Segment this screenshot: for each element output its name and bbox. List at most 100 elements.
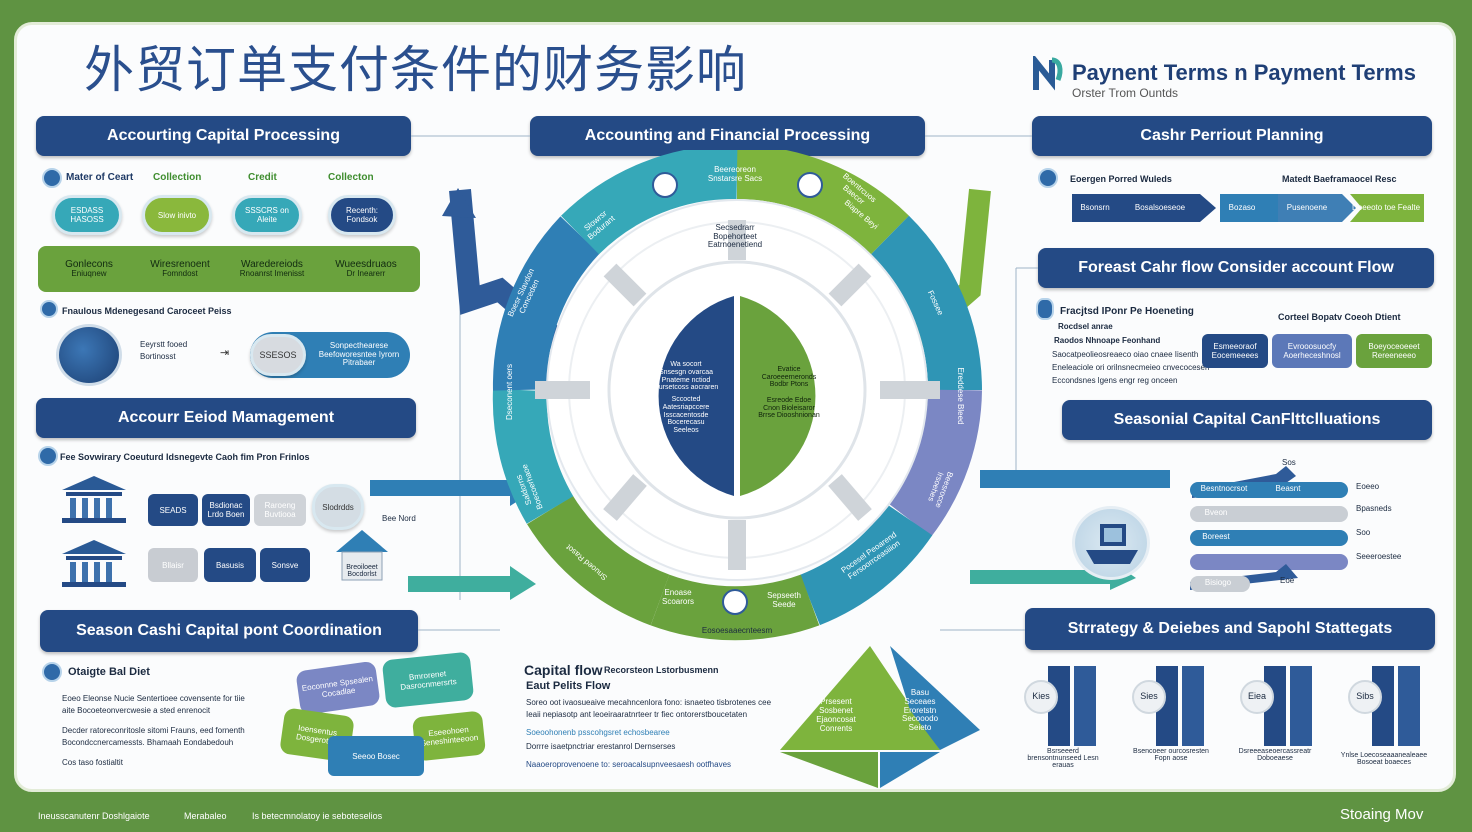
right-half-3: Esreode Edoe [766, 397, 812, 404]
ship-shape [1086, 524, 1138, 564]
tri-blue-2: Eroretstn [903, 705, 937, 715]
tri-blue-0: Basu [910, 688, 930, 697]
tri-blue-4: Seieto [908, 723, 932, 733]
left3-note: Bee Nord [382, 514, 416, 523]
bank-icon-2 [62, 540, 126, 587]
left4-bullet-0: Eoeo Eleonse Nucie Sentertioee covensent… [62, 694, 245, 703]
header-cash-planning: Cashr Perriout Planning [1032, 116, 1432, 156]
card-1-bar-light [1182, 666, 1204, 746]
ring-label-14: Eosoesaaecnteesm [701, 625, 773, 635]
right-half-4: Cnon Bioleisaror [763, 404, 815, 412]
card-0-bar-light [1074, 666, 1096, 746]
green-cell-2-b: Rnoanrst Imenisst [239, 269, 305, 279]
header-forecast-cash-flow: Foreast Cahr flow Consider account Flow [1038, 248, 1434, 288]
left-half-1: Snsesgn ovarcaa [658, 369, 714, 377]
brand-logo-icon [1032, 53, 1064, 92]
center-left-half: Wa socort Snsesgn ovarcaa Pnateme nctiod… [648, 352, 724, 444]
left2-blue-text: Sonpecthearese Beefoworesntee Iyrorn Pit… [318, 340, 400, 368]
right-arrows [970, 470, 1170, 590]
left4-bullet-3: Bocondccnercamessts. Bhamaah Eondabedouh [62, 738, 234, 747]
arrow-icon: ⇥ [220, 347, 230, 359]
left4-heading: Otaigte Bal Diet [68, 666, 150, 678]
cb-bullet-0: Soreo oot ivaosueaive mecahncenlora fono… [526, 698, 772, 707]
card-2: Eiea [1238, 666, 1312, 746]
cb-bullet-3: Dorrre isaetpnctriar erestanrol Dernsers… [526, 742, 676, 751]
right-half-5: Brrse Diooshnionan [758, 412, 820, 420]
center-right-half: Evatice Caroeeerneronds Bodbr Ptons Esre… [746, 350, 832, 436]
green-cell-3-b: Dr Inearerr [346, 269, 386, 279]
card-3-badge: Sibs [1348, 680, 1382, 714]
footer-left-0: Ineusscanutenr Doshlgaiote [38, 811, 150, 821]
right-half-0: Evatice [777, 365, 801, 373]
right2-bullet-2: Eccondsnes lgens engr reg onceen [1052, 376, 1178, 385]
card-0-caption: Bsrseeerd brensontnunseed Lesn erauas [1027, 748, 1099, 769]
pill-3: Recenth: Fondsok [328, 195, 396, 235]
right2-bullet-1: Eneleaciole ori orilnsnecmeieo cnvecoces… [1052, 363, 1210, 372]
right3-row-0: Besntnocrsot [1200, 483, 1248, 493]
header-account-period: Accourr Eeiod Mamagement [36, 398, 416, 438]
card-0-badge: Kies [1024, 680, 1058, 714]
pill-2: SSSCRS on Aleite [232, 195, 302, 235]
right2-bullet-0: Saocatpeolieosreaeco oiao cnaee Iisenth [1052, 350, 1199, 359]
left3-row1-0: SEADS [148, 494, 198, 526]
left3-row2-1: Basusis [204, 548, 256, 582]
right1-arrow-2: Bozaso [1228, 202, 1256, 212]
right1-right-label: Matedt Baeframaocel Resc [1282, 174, 1397, 184]
pin-icon [40, 300, 58, 318]
green-cell-3-a: Wueesdruaos [335, 259, 397, 271]
bank-icon-1 [62, 476, 126, 523]
left-half-5: Aatesriapccere [662, 403, 710, 411]
left3-row1-1: Bsdionac Lrdo Boen [202, 494, 250, 526]
right-half-2: Bodbr Ptons [769, 381, 809, 389]
green-cell-1-b: Fomndost [162, 269, 198, 279]
green-cell-1-a: Wiresrenoent [150, 259, 210, 271]
left2-grey-pill: SSESOS [250, 334, 306, 376]
right2-box-0: Esmeeoraof Eocemeeees [1202, 334, 1268, 368]
right2-box-2: Boeyoceoeeet Rereeneeeo [1356, 334, 1432, 368]
row-label-2: Credit [248, 172, 277, 183]
center-top-2: Eatrnoenetiend [707, 240, 763, 250]
tri-green-text: Prsesent Sosbenet Ejaoncosat Conrents [816, 697, 856, 733]
left-arrows [370, 470, 538, 600]
ring-label-5: Dseconent oers [504, 363, 514, 421]
clock-icon [42, 662, 62, 682]
right3-right-3: Seeeroestee [1356, 552, 1402, 561]
left4-bullet-4: Cos taso fostialtit [62, 758, 123, 767]
left-half-0: Wa socort [670, 361, 702, 369]
right3-row-2: Bveon [1204, 507, 1228, 517]
right3-right-1: Bpasneds [1356, 504, 1392, 513]
center-bottom-h1b: Recorsteon Lstorbusmenn [604, 665, 719, 675]
pill-0: ESDASS HASOSS [52, 195, 122, 235]
right1-left-label: Eoergen Porred Wuleds [1070, 174, 1172, 184]
coin-icon [42, 168, 62, 188]
green-cell-0-b: Eniuqnew [71, 269, 107, 279]
bubble-4: Seeoo Bosec [328, 736, 424, 776]
card-3-bar-light [1398, 666, 1420, 746]
right2-box-1: Evrooosuocfy Aoerheceshnosl [1272, 334, 1352, 368]
right1-arrow-0: Bsonsrn [1080, 202, 1110, 212]
card-1-caption: Bsencoeer ourcosresten Fopn aose [1133, 748, 1209, 762]
left2-item-1: Bortinosst [140, 352, 176, 361]
left3-heading: Fee Sovwirary Coeuturd Idsnegevte Caoh f… [60, 452, 310, 462]
tri-blue-text: Basu Seceaes Eroretstn Secooodo Seieto [898, 684, 942, 738]
header-season-cash: Season Cashi Capital pont Coordination [40, 610, 418, 652]
cb-bullet-2: Soeoohonenb psscohgsret echosbearee [526, 728, 670, 737]
shield-icon [38, 446, 58, 466]
cb-bullet-4: Naaoeroprovenoene to: seroacalsupnveesae… [526, 760, 732, 769]
house-icon [336, 530, 388, 581]
card-1: Sies [1130, 666, 1204, 746]
globe-icon [56, 324, 122, 386]
right3-ribbons [1190, 466, 1348, 592]
card-1-badge: Sies [1132, 680, 1166, 714]
card-3-caption: Ynlse Loecoseaaanealeaee Bosoeat boaeces [1340, 752, 1428, 766]
globe-small-icon [1038, 168, 1058, 188]
right1-arrow-1: Bosalsoeseoe [1134, 202, 1186, 212]
left-half-3: Cursetcoss aocraren [653, 384, 719, 392]
right3-right-2: Soo [1356, 528, 1371, 537]
row-label-3: Collecton [328, 172, 374, 183]
brand-subtitle: Orster Trom Ountds [1072, 86, 1179, 100]
ring-label-11: Enoase Scoarors [661, 588, 694, 606]
